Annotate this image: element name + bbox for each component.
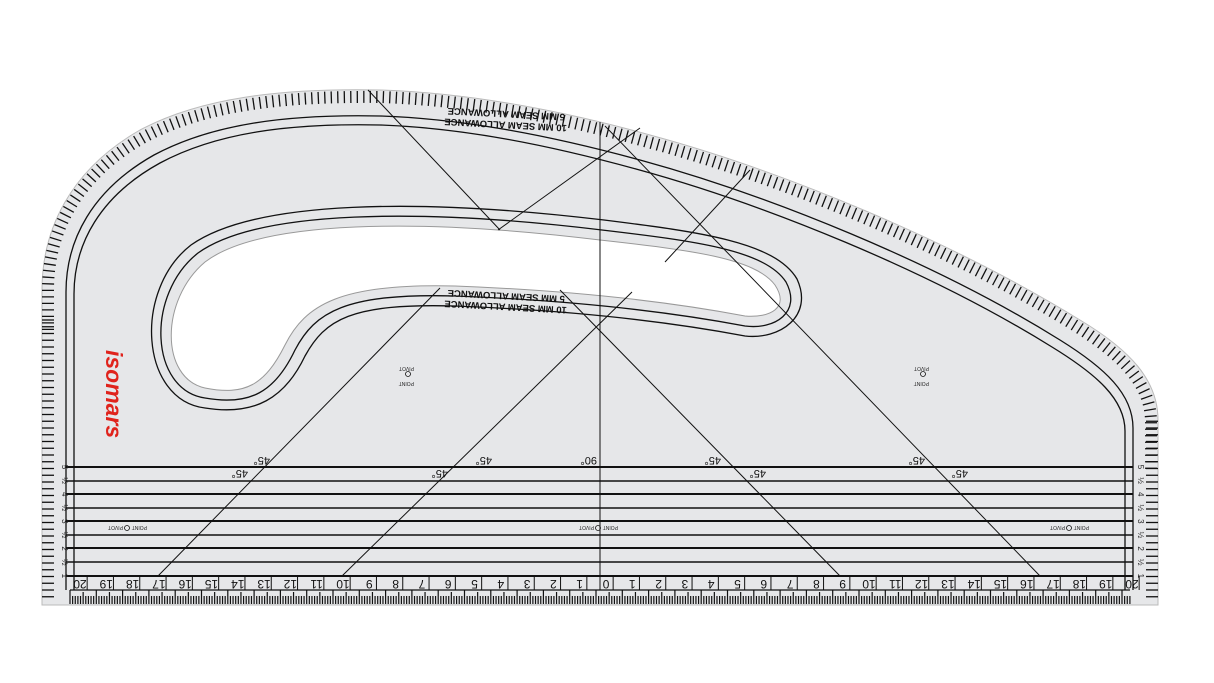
angle-45-label: 45° — [431, 467, 448, 479]
scale-number: 11 — [310, 577, 323, 591]
side-scale-label: ½ — [1136, 559, 1145, 566]
slot-seam-5mm — [160, 215, 792, 401]
side-scale-label: 3 — [1136, 519, 1145, 524]
scale-number: 16 — [1020, 577, 1034, 591]
mm-tick-marks — [69, 590, 1131, 604]
scale-number: 0 — [602, 577, 609, 591]
scale-number: 10 — [862, 577, 876, 591]
side-scale-label: ½ — [60, 532, 69, 539]
scale-number: 6 — [760, 577, 767, 591]
curve-slot-hole — [170, 225, 781, 391]
side-scale-label: ½ — [1136, 477, 1145, 484]
scale-number: 10 — [336, 577, 350, 591]
svg-text:PIVOT: PIVOT — [1050, 524, 1065, 530]
scale-number: 13 — [257, 577, 271, 591]
side-scale-label: 5 — [1136, 465, 1145, 470]
scale-number: 19 — [99, 577, 113, 591]
scale-number: 2 — [550, 577, 557, 591]
svg-text:POINT: POINT — [914, 380, 929, 386]
side-scale-label: 2 — [1136, 546, 1145, 551]
svg-text:POINT: POINT — [132, 524, 147, 530]
side-scale-label: ½ — [60, 559, 69, 566]
scale-number: 7 — [418, 577, 425, 591]
pivot-point: PIVOT POINT — [579, 524, 618, 531]
angle-guide-lines — [157, 89, 1041, 590]
scale-number: 17 — [152, 577, 166, 591]
scale-number: 17 — [1046, 577, 1060, 591]
scale-number: 18 — [1072, 577, 1086, 591]
angle-45-label: 45° — [951, 467, 968, 479]
scale-number: 9 — [366, 577, 373, 591]
svg-text:PIVOT: PIVOT — [914, 365, 929, 371]
angle-45-label: 45° — [749, 467, 766, 479]
pivot-point: PIVOT POINT — [914, 365, 929, 386]
slot-seam-10mm — [150, 205, 803, 411]
svg-text:PIVOT: PIVOT — [579, 524, 594, 530]
scale-number: 13 — [941, 577, 955, 591]
angle-45-label: 45° — [475, 454, 492, 466]
angle-45-label: 45° — [908, 454, 925, 466]
scale-number: 8 — [813, 577, 820, 591]
svg-text:PIVOT: PIVOT — [399, 365, 414, 371]
side-scale-label: 1 — [60, 574, 69, 579]
scale-number: 1 — [576, 577, 583, 591]
scale-number: 11 — [889, 577, 902, 591]
side-scale-label: 3 — [60, 519, 69, 524]
scale-number: 14 — [231, 577, 245, 591]
scale-number: 7 — [786, 577, 793, 591]
side-scale-label: ½ — [60, 477, 69, 484]
angle-90-label: 90° — [580, 454, 597, 466]
scale-number: 2 — [655, 577, 662, 591]
scale-number: 18 — [126, 577, 140, 591]
side-scale-label: 2 — [60, 546, 69, 551]
scale-number: 3 — [681, 577, 688, 591]
edge-ticks — [42, 90, 1157, 470]
side-scale-label: 4 — [1136, 492, 1145, 497]
scale-number: 1 — [629, 577, 636, 591]
scale-number: 14 — [967, 577, 981, 591]
pivot-point: PIVOT POINT — [399, 365, 414, 386]
scale-number: 5 — [471, 577, 478, 591]
scale-number: 20 — [73, 577, 87, 591]
angle-45-label: 45° — [253, 454, 270, 466]
scale-number: 12 — [283, 577, 297, 591]
side-scale-label: 5 — [60, 465, 69, 470]
scale-number: 3 — [523, 577, 530, 591]
scale-number: 16 — [178, 577, 192, 591]
side-scale-label: 1 — [1136, 574, 1145, 579]
angle-45-label: 45° — [231, 467, 248, 479]
side-scale-ticks — [42, 319, 1158, 598]
svg-text:POINT: POINT — [1074, 524, 1089, 530]
pivot-point: PIVOT POINT — [1050, 524, 1089, 531]
svg-text:POINT: POINT — [399, 380, 414, 386]
scale-number: 20 — [1125, 577, 1139, 591]
angle-labels: 45° 45° 45° 45° 90° 45° 45° 45° 45° — [231, 454, 968, 479]
angle-45-label: 45° — [704, 454, 721, 466]
scale-number: 4 — [708, 577, 715, 591]
scale-number: 4 — [497, 577, 504, 591]
scale-number: 12 — [915, 577, 929, 591]
svg-text:PIVOT: PIVOT — [108, 524, 123, 530]
scale-number: 5 — [734, 577, 741, 591]
scale-number: 15 — [205, 577, 219, 591]
pivot-points: PIVOT POINT PIVOT POINT PIVOT POINT PIVO… — [108, 365, 1089, 531]
scale-number: 19 — [1099, 577, 1113, 591]
svg-text:POINT: POINT — [603, 524, 618, 530]
side-scale-label: ½ — [1136, 504, 1145, 511]
side-scale-labels: 5 5 ½ ½ 4 4 ½ ½ 3 3 ½ ½ 2 2 ½ ½ 1 1 — [60, 465, 1145, 579]
scale-number: 9 — [839, 577, 846, 591]
parallel-guide-lines — [66, 466, 1133, 577]
seam-line-5mm — [65, 115, 1134, 590]
side-scale-label: ½ — [1136, 532, 1145, 539]
scale-number: 8 — [392, 577, 399, 591]
side-scale-label: ½ — [60, 504, 69, 511]
brand-logo: isomars — [101, 350, 127, 438]
side-scale-label: 4 — [60, 492, 69, 497]
scale-number: 15 — [994, 577, 1008, 591]
seam-line-10mm — [73, 124, 1126, 590]
scale-number: 6 — [445, 577, 452, 591]
pivot-point: PIVOT POINT — [108, 524, 147, 531]
